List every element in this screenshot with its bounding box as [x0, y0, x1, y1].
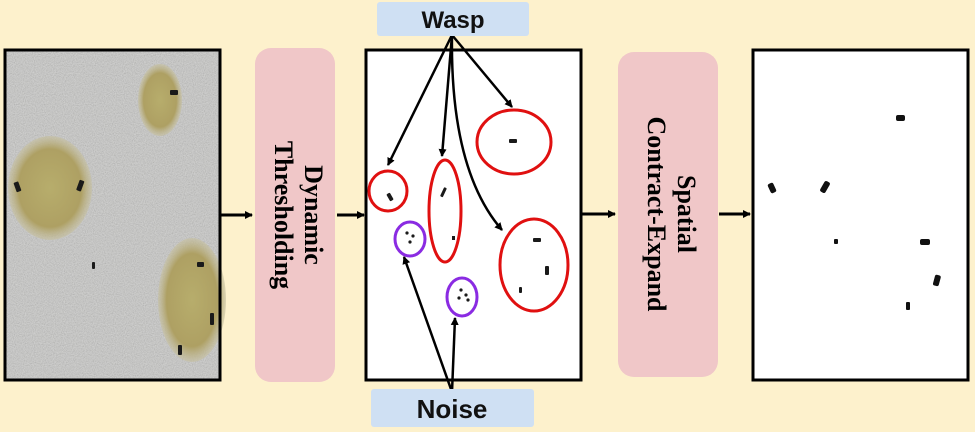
wasp-circle [498, 217, 570, 313]
dynamic-thresholding-box: Dynamic Thresholding [255, 48, 335, 382]
spatial-contract-expand-box: Spatial Contract-Expand [618, 52, 718, 377]
output-image [751, 48, 970, 382]
flow-arrows [221, 210, 751, 219]
noise-pointer-arrows [402, 256, 459, 393]
noise-circle [393, 220, 427, 258]
noise-label-text: Noise [417, 394, 488, 424]
thresholded-image [364, 48, 583, 382]
wasp-pointer-arrows [386, 34, 513, 231]
step2-line2: Contract-Expand [642, 116, 671, 312]
input-photo [3, 48, 226, 382]
wasp-label-text: Wasp [421, 7, 484, 34]
wasp-circle [475, 108, 553, 176]
wasp-circle [367, 169, 409, 213]
noise-circle [445, 276, 479, 318]
step1-line1: Dynamic [299, 165, 328, 265]
wasp-circle [427, 158, 463, 264]
step1-line2: Thresholding [269, 141, 298, 289]
step2-line1: Spatial [672, 175, 701, 253]
wasp-label: Wasp [377, 2, 529, 36]
noise-label: Noise [371, 389, 534, 427]
